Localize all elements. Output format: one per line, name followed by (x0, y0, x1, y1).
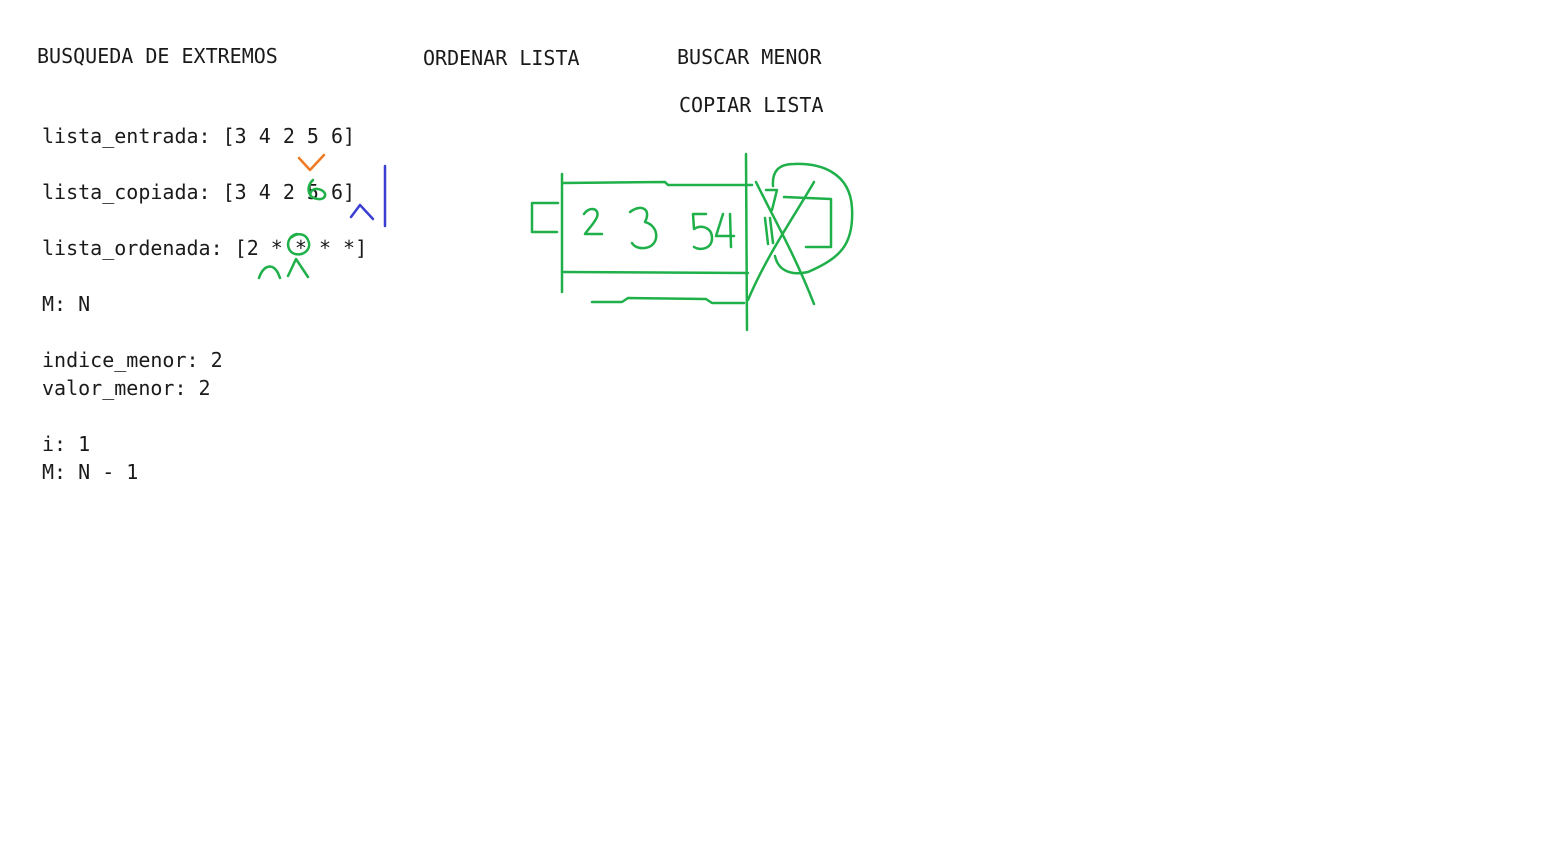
line-m-n: M: N (42, 292, 91, 316)
green-circle-mark (286, 232, 311, 256)
green-overwrite-mark (307, 178, 327, 201)
blue-caret-mark (349, 203, 375, 221)
line-lista-copiada: lista_copiada: [3 4 2 5 6] (42, 180, 356, 204)
line-lista-ordenada: lista_ordenada: [2 * * * *] (42, 236, 368, 260)
orange-check-mark (297, 153, 326, 172)
green-caret-1 (257, 265, 282, 280)
green-caret-2 (286, 257, 310, 279)
line-i: i: 1 (42, 432, 91, 456)
heading-ordenar-lista: ORDENAR LISTA (423, 46, 580, 70)
heading-copiar-lista: COPIAR LISTA (679, 93, 824, 117)
line-valor-menor: valor_menor: 2 (42, 376, 211, 400)
green-array-sketch (530, 152, 854, 332)
line-indice-menor: indice_menor: 2 (42, 348, 223, 372)
line-lista-entrada: lista_entrada: [3 4 2 5 6] (42, 124, 356, 148)
heading-buscar-menor: BUSCAR MENOR (677, 45, 822, 69)
line-m-n-minus-1: M: N - 1 (42, 460, 139, 484)
title-busqueda-extremos: BUSQUEDA DE EXTREMOS (37, 44, 278, 68)
